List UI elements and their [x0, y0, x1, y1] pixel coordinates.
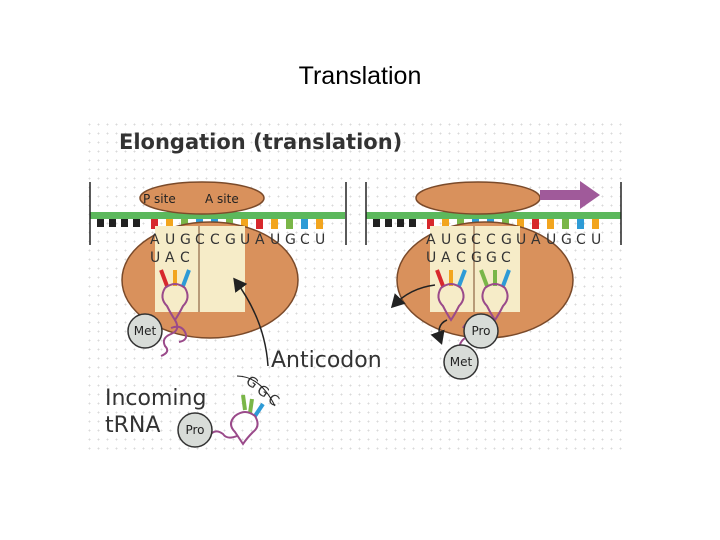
svg-text:G: G — [225, 232, 236, 248]
svg-text:G: G — [180, 232, 191, 248]
svg-text:C: C — [486, 232, 496, 248]
svg-text:C: C — [210, 232, 220, 248]
svg-text:G: G — [285, 232, 296, 248]
svg-text:C: C — [471, 232, 481, 248]
pro-label-right: Pro — [471, 324, 490, 338]
p-site-label: P site — [143, 192, 176, 206]
small-ribosomal-subunit — [139, 181, 265, 215]
svg-text:G: G — [456, 232, 467, 248]
mrna-strand — [90, 212, 345, 219]
p-site-channel-right — [430, 226, 474, 312]
svg-text:U: U — [516, 232, 526, 248]
svg-text:A: A — [531, 232, 541, 248]
svg-text:A: A — [150, 232, 160, 248]
svg-text:C: C — [501, 250, 511, 266]
met-label: Met — [134, 324, 157, 338]
figure-heading: Elongation (translation) — [119, 130, 402, 154]
slide-title: Translation — [298, 62, 422, 90]
a-site-channel — [199, 226, 245, 312]
met-release-arrow — [430, 319, 448, 345]
anticodon-label: Anticodon — [271, 348, 382, 373]
small-ribosomal-subunit-right — [415, 181, 541, 215]
translocation-arrow — [540, 181, 600, 209]
right-panel: A U G C C G U A U G C U U A C G G C — [365, 181, 622, 380]
svg-text:U: U — [165, 232, 175, 248]
svg-text:G: G — [471, 250, 482, 266]
svg-text:C: C — [456, 250, 466, 266]
met-amino-acid — [127, 313, 163, 349]
svg-text:U: U — [315, 232, 325, 248]
met-amino-acid-right — [443, 344, 479, 380]
svg-text:A: A — [441, 250, 451, 266]
trna-exit-arrow — [390, 284, 436, 309]
p-site-anticodon-right: U A C — [426, 250, 466, 266]
svg-text:C: C — [576, 232, 586, 248]
svg-text:C: C — [300, 232, 310, 248]
mrna-codons-right: A U G C C G U A U G C U — [426, 232, 601, 248]
p-site-trna-right — [435, 269, 467, 322]
incoming-trna-body — [230, 411, 259, 446]
a-site-channel-right — [474, 226, 520, 312]
svg-text:G: G — [486, 250, 497, 266]
svg-text:C: C — [180, 250, 190, 266]
elongation-figure: Elongation (translation) — [85, 120, 625, 455]
left-panel: P site A site A U G C C G U A U G C U U … — [89, 181, 347, 357]
svg-text:A: A — [165, 250, 175, 266]
svg-text:G: G — [561, 232, 572, 248]
svg-text:U: U — [546, 232, 556, 248]
mrna-codons: A U G C C G U A U G C U — [150, 232, 325, 248]
svg-text:A: A — [255, 232, 265, 248]
mrna-upstream-bases — [97, 219, 140, 227]
incoming-trna: Incoming tRNA G G C Pro — [105, 373, 282, 448]
anticodon-annotation: Anticodon — [233, 277, 382, 373]
p-site-anticodon: U A C — [150, 250, 190, 266]
elongation-diagram: Elongation (translation) — [89, 130, 622, 448]
pro-amino-acid-right — [463, 313, 499, 349]
p-site-channel — [155, 226, 199, 312]
incoming-label-line1: Incoming — [105, 386, 206, 411]
svg-text:A: A — [426, 232, 436, 248]
p-site-trna — [159, 269, 191, 357]
a-site-label: A site — [205, 192, 239, 206]
svg-text:U: U — [591, 232, 601, 248]
anticodon-pointer-arrow — [233, 277, 269, 367]
met-label-right: Met — [450, 355, 473, 369]
a-site-anticodon-right: G G C — [471, 250, 511, 266]
mrna-upstream-bases-right — [373, 219, 416, 227]
svg-text:U: U — [150, 250, 160, 266]
pro-amino-acid-incoming — [177, 412, 213, 448]
svg-text:U: U — [426, 250, 436, 266]
svg-text:U: U — [441, 232, 451, 248]
svg-text:U: U — [270, 232, 280, 248]
svg-text:G: G — [501, 232, 512, 248]
svg-text:U: U — [240, 232, 250, 248]
mrna-strand-right — [366, 212, 621, 219]
incoming-label-line2: tRNA — [105, 413, 160, 438]
incoming-anticodon-bracket — [236, 375, 276, 407]
pro-label-incoming: Pro — [185, 423, 204, 437]
svg-text:C: C — [195, 232, 205, 248]
